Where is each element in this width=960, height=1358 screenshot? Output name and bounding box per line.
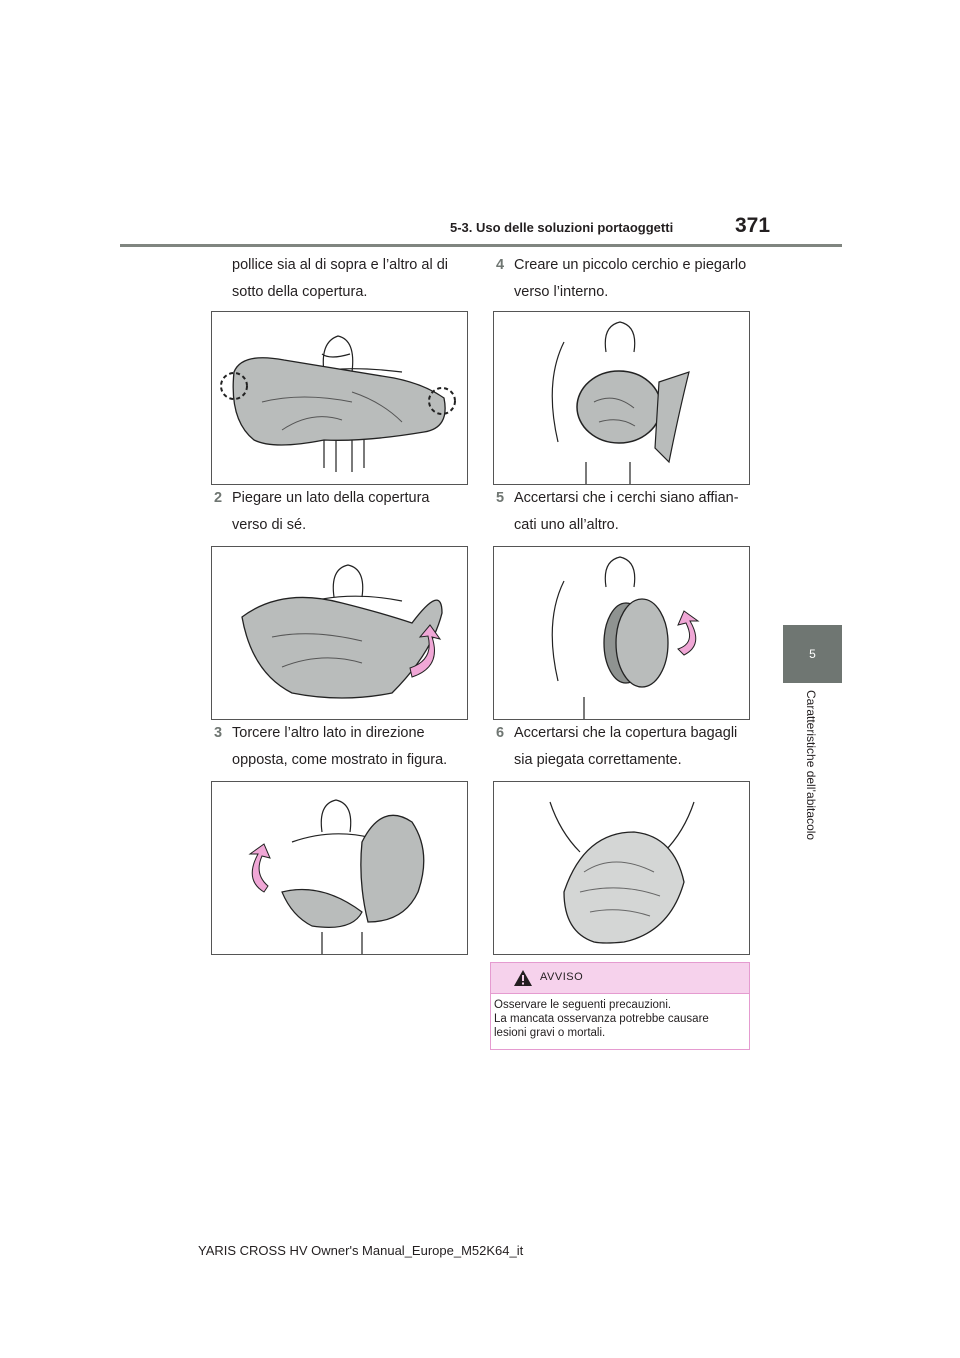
figure-folded-correctly bbox=[493, 781, 750, 955]
illustration-circles-aligned bbox=[551, 556, 700, 719]
step-number: 3 bbox=[214, 725, 223, 741]
warning-header: AVVISO bbox=[491, 963, 749, 994]
illustration-hold-cover bbox=[220, 335, 456, 472]
figure-small-circle bbox=[493, 311, 750, 485]
footer-manual-id: YARIS CROSS HV Owner's Manual_Europe_M52… bbox=[198, 1243, 524, 1258]
step-4: 4 Creare un piccolo cerchio e piegarlo v… bbox=[496, 252, 746, 306]
step-number: 4 bbox=[496, 257, 505, 273]
warning-text: Osservare le seguenti precauzioni. La ma… bbox=[494, 999, 709, 1039]
figure-circles-aligned bbox=[493, 546, 750, 720]
warning-title: AVVISO bbox=[540, 971, 584, 983]
warning-triangle-icon bbox=[514, 970, 532, 986]
step-5: 5 Accertarsi che i cerchi siano affian- … bbox=[496, 485, 739, 539]
illustration-fold-side bbox=[241, 564, 443, 699]
figure-hold-cover bbox=[211, 311, 468, 485]
step-6: 6 Accertarsi che la copertura bagagli si… bbox=[496, 720, 737, 774]
step-2: 2 Piegare un lato della copertura verso … bbox=[214, 485, 430, 539]
header-rule bbox=[120, 244, 842, 247]
illustration-twist-side bbox=[248, 799, 425, 954]
step-3: 3 Torcere l’altro lato in direzione oppo… bbox=[214, 720, 447, 774]
page-number: 371 bbox=[735, 214, 771, 237]
step-number: 2 bbox=[214, 490, 223, 506]
illustration-folded-correctly bbox=[549, 801, 695, 944]
figure-twist-side bbox=[211, 781, 468, 955]
warning-box: AVVISO Osservare le seguenti precauzioni… bbox=[490, 962, 750, 1050]
chapter-number: 5 bbox=[809, 647, 816, 661]
section-title: 5-3. Uso delle soluzioni portaoggetti bbox=[450, 220, 674, 235]
step-number: 5 bbox=[496, 490, 505, 506]
illustration-small-circle bbox=[551, 321, 690, 484]
step-1-continued: pollice sia al di sopra e l’altro al di … bbox=[232, 257, 448, 300]
chapter-tab[interactable]: 5 bbox=[783, 625, 842, 683]
step-number: 6 bbox=[496, 725, 505, 741]
chapter-title-vertical: Caratteristiche dell’abitacolo bbox=[804, 690, 818, 841]
figure-fold-side bbox=[211, 546, 468, 720]
